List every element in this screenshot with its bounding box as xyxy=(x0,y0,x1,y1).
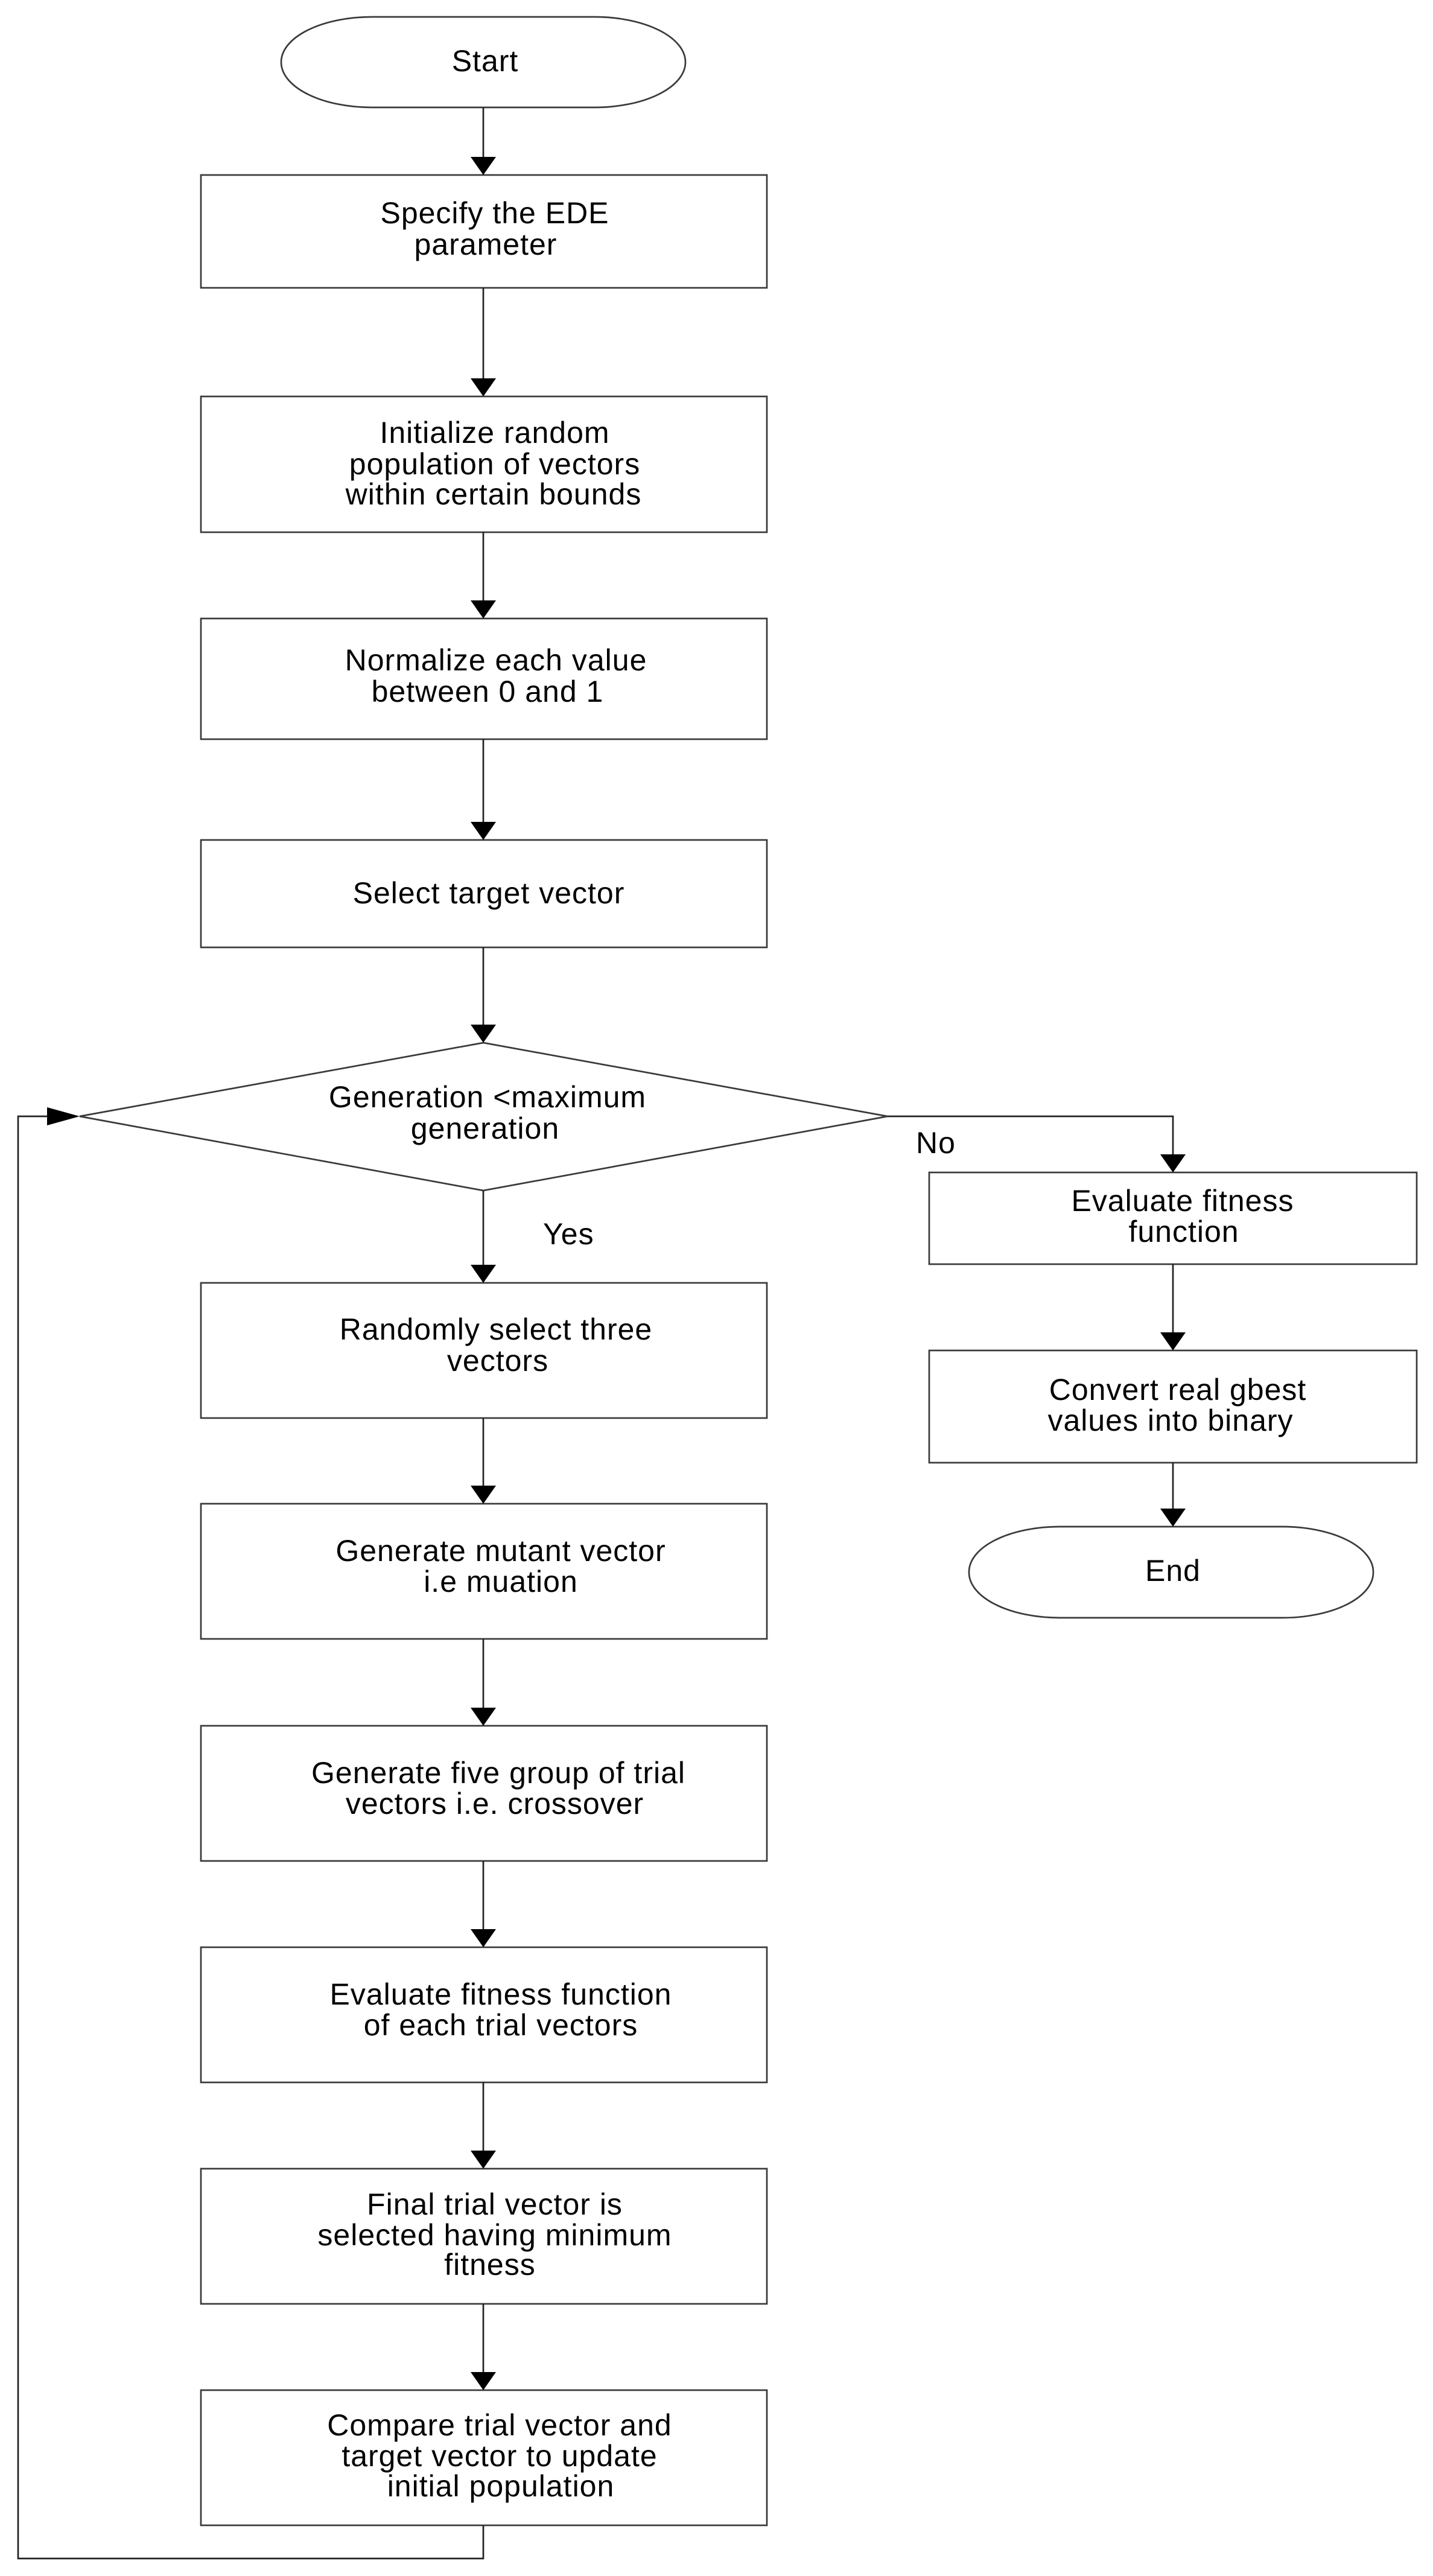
initialize-label-line2: population of vectors xyxy=(349,447,640,481)
normalize-label-line1: Normalize each value xyxy=(345,643,647,677)
crossover-label-line1: Generate five group of trial xyxy=(311,1756,685,1790)
end-terminal xyxy=(968,1525,1374,1619)
start-label: Start xyxy=(452,44,519,78)
random-select-label-line1: Randomly select three xyxy=(340,1312,652,1346)
normalize-label-line2: between 0 and 1 xyxy=(372,675,604,708)
crossover-box xyxy=(200,1725,768,1862)
random-select-label-line2: vectors xyxy=(447,1344,548,1378)
convert-label-line1: Convert real gbest xyxy=(1049,1373,1307,1407)
yes-edge-label: Yes xyxy=(543,1217,594,1251)
initialize-population-box xyxy=(200,395,768,533)
evaluate-fitness-label-line2: function xyxy=(1128,1215,1239,1248)
evaluate-trial-box xyxy=(200,1946,768,2084)
evaluate-fitness-label-line1: Evaluate fitness xyxy=(1072,1184,1294,1218)
final-trial-label-line3: fitness xyxy=(444,2248,536,2282)
convert-label-line2: values into binary xyxy=(1047,1404,1293,1437)
compare-label-line2: target vector to update xyxy=(342,2439,657,2473)
compare-label-line3: initial population xyxy=(387,2469,615,2503)
convert-binary-box xyxy=(928,1349,1418,1464)
compare-label-line1: Compare trial vector and xyxy=(327,2408,672,2442)
connectors xyxy=(17,107,1186,2560)
compare-update-box xyxy=(200,2389,768,2527)
specify-label-line2: parameter xyxy=(415,227,558,261)
final-trial-label-line2: selected having minimum xyxy=(317,2218,672,2252)
decision-label-line1: Generation <maximum xyxy=(329,1080,646,1114)
normalize-box xyxy=(200,617,768,740)
mutation-box xyxy=(200,1503,768,1640)
initialize-label-line3: within certain bounds xyxy=(345,477,642,511)
crossover-label-line2: vectors i.e. crossover xyxy=(346,1787,644,1821)
evaluate-fitness-box xyxy=(928,1171,1418,1265)
no-edge-label: No xyxy=(916,1126,956,1160)
select-target-label: Select target vector xyxy=(353,876,625,910)
specify-parameters-box xyxy=(200,174,768,289)
evaluate-trial-label-line2: of each trial vectors xyxy=(364,2008,638,2042)
mutation-label-line1: Generate mutant vector xyxy=(335,1534,666,1568)
evaluate-trial-label-line1: Evaluate fitness function xyxy=(330,1977,672,2011)
end-label: End xyxy=(1145,1554,1201,1588)
initialize-label-line1: Initialize random xyxy=(380,416,609,450)
random-select-box xyxy=(200,1282,768,1419)
select-target-box xyxy=(200,839,768,949)
final-trial-label-line1: Final trial vector is xyxy=(367,2187,623,2221)
mutation-label-line2: i.e muation xyxy=(424,1565,578,1598)
specify-label-line1: Specify the EDE xyxy=(380,196,609,230)
decision-label-line2: generation xyxy=(411,1111,559,1145)
final-trial-box xyxy=(200,2167,768,2305)
